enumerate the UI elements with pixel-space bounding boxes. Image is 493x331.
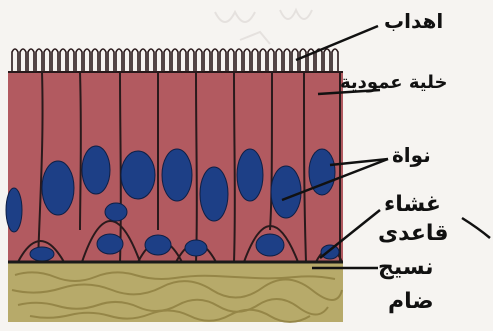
nucleus bbox=[105, 203, 127, 221]
label-connective-tissue-line2: ضام bbox=[388, 290, 434, 314]
nucleus bbox=[185, 240, 207, 256]
label-connective-tissue-line1: نسيج bbox=[378, 256, 433, 280]
nucleus bbox=[82, 146, 110, 194]
nucleus bbox=[145, 235, 171, 255]
nucleus bbox=[42, 161, 74, 215]
nucleus bbox=[271, 166, 301, 218]
label-nucleus: نواة bbox=[392, 144, 431, 166]
cilia bbox=[12, 49, 338, 72]
label-basement-membrane-line1: غشاء bbox=[384, 193, 441, 217]
nucleus bbox=[321, 245, 339, 259]
background-watermark bbox=[215, 10, 312, 44]
nucleus bbox=[121, 151, 155, 199]
label-cilia: اهداب bbox=[384, 10, 443, 32]
nucleus bbox=[30, 247, 54, 261]
connective-tissue bbox=[8, 262, 343, 322]
nucleus bbox=[162, 149, 192, 201]
nucleus bbox=[6, 188, 22, 232]
nucleus bbox=[237, 149, 263, 201]
nucleus bbox=[97, 234, 123, 254]
nucleus bbox=[256, 234, 284, 256]
label-columnar-cell: خلية عمودية bbox=[340, 73, 447, 93]
label-basement-membrane-line2: قاعدى bbox=[378, 222, 449, 246]
nucleus bbox=[200, 167, 228, 221]
